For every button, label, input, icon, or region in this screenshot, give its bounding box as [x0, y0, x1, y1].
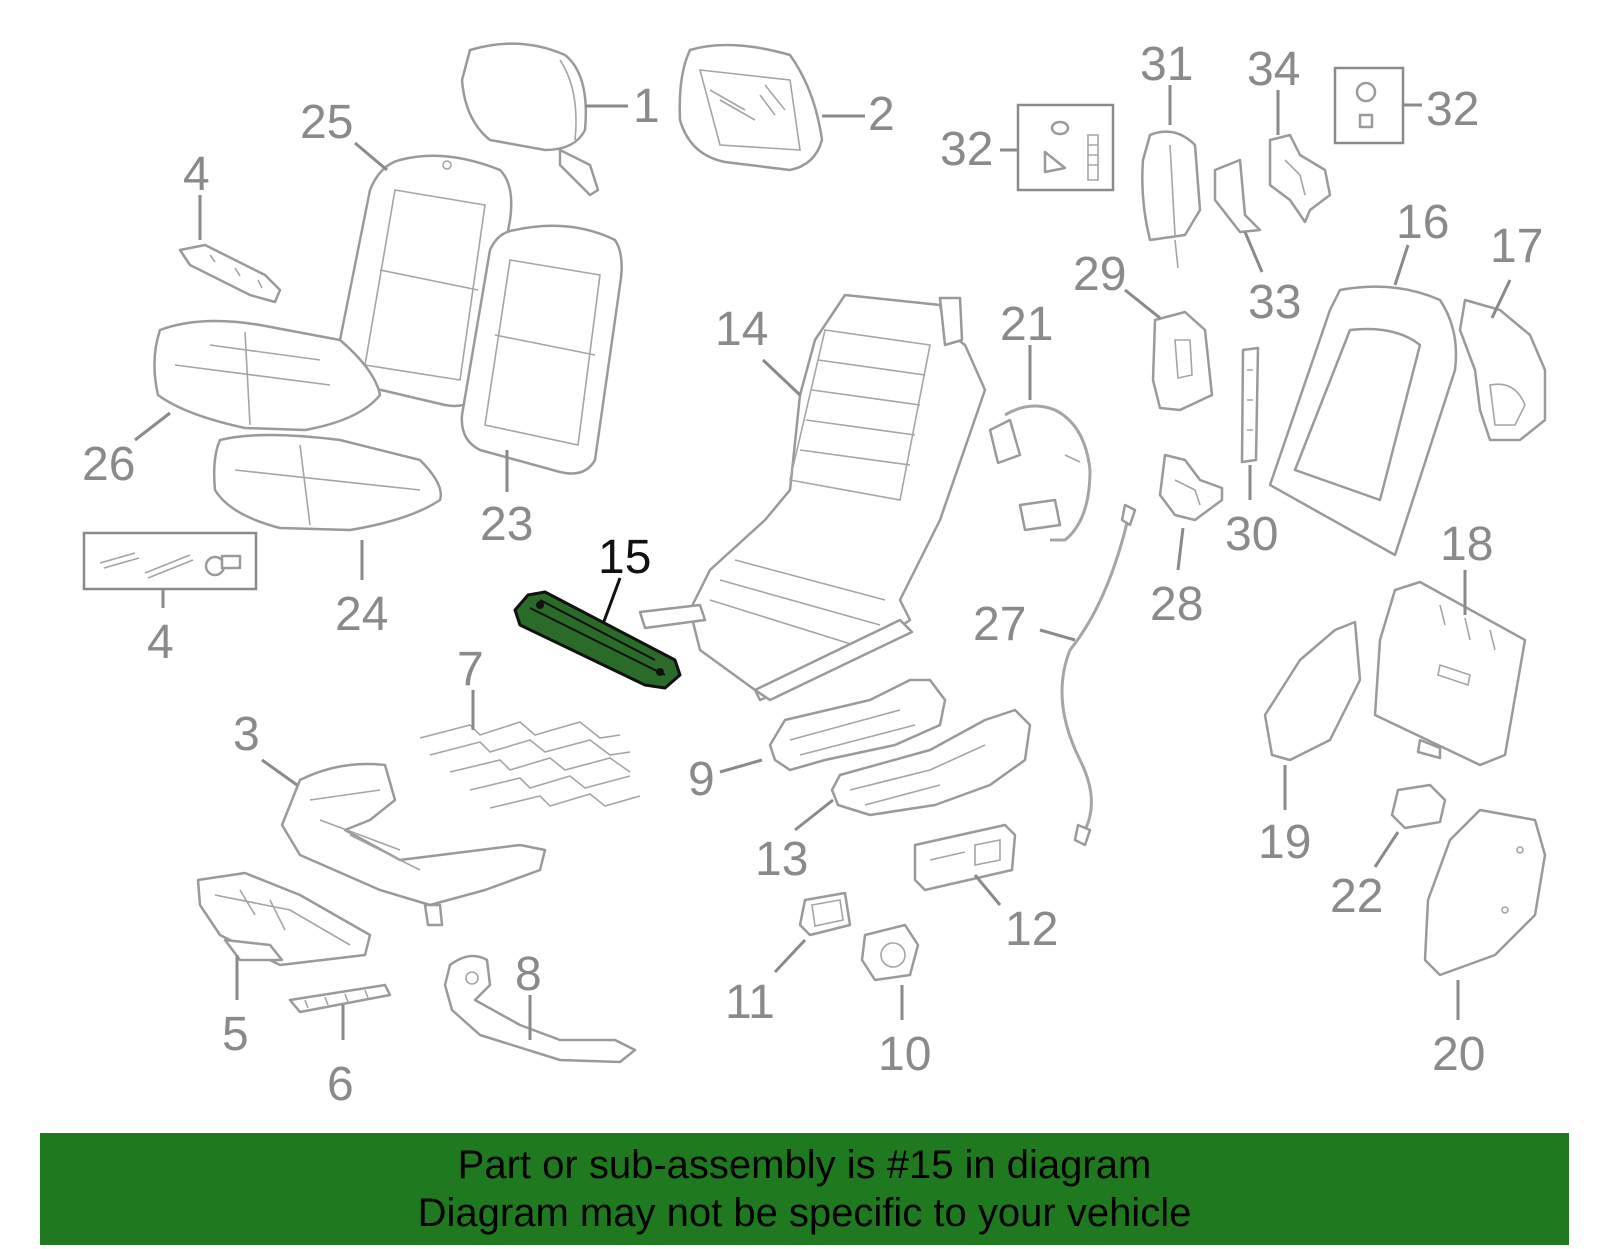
- callout-6: 6: [327, 1058, 354, 1111]
- callout-3: 3: [233, 708, 260, 761]
- part-28-bracket: [1158, 453, 1224, 522]
- callout-26: 26: [82, 438, 135, 491]
- part-16-back-panel: [1268, 285, 1458, 557]
- part-15-highlighted: [513, 590, 682, 690]
- leader-27: [1039, 628, 1076, 642]
- leader-12: [973, 874, 1002, 906]
- callout-2: 2: [868, 88, 895, 141]
- callout-28: 28: [1150, 578, 1203, 631]
- part-30-strip: [1240, 346, 1260, 464]
- part-1-headrest: [460, 42, 600, 197]
- notice-line-2: Diagram may not be specific to your vehi…: [417, 1191, 1192, 1235]
- part-23-backrest-pad: [460, 224, 623, 475]
- part-33-small-cover: [1213, 158, 1262, 234]
- leader-11: [773, 938, 807, 974]
- part-29-cover: [1151, 310, 1214, 412]
- callout-34: 34: [1247, 43, 1300, 96]
- part-4-hardware-box: [82, 531, 258, 591]
- callout-11: 11: [725, 976, 775, 1029]
- callout-25: 25: [300, 96, 353, 149]
- callout-24: 24: [335, 588, 388, 641]
- callout-32b: 32: [1426, 83, 1479, 136]
- callout-17: 17: [1490, 220, 1543, 273]
- callout-27: 27: [973, 598, 1026, 651]
- callout-4b: 4: [147, 616, 174, 669]
- callout-12: 12: [1005, 903, 1058, 956]
- leader-33: [1243, 231, 1264, 273]
- leader-9: [719, 758, 763, 774]
- callout-19: 19: [1258, 816, 1311, 869]
- callout-22: 22: [1330, 870, 1383, 923]
- leader-25: [354, 141, 388, 172]
- callout-7: 7: [457, 643, 484, 696]
- part-3-cushion-frame: [280, 762, 547, 927]
- callout-15: 15: [598, 531, 651, 584]
- part-2-headrest-cover: [678, 43, 824, 172]
- callout-16: 16: [1396, 196, 1449, 249]
- part-12-switch: [913, 823, 1017, 892]
- part-21-harness: [988, 404, 1092, 542]
- notice-banner: Part or sub-assembly is #15 in diagram D…: [40, 1133, 1569, 1245]
- part-8-trim: [443, 954, 637, 1064]
- leader-26: [134, 411, 171, 442]
- callout-18: 18: [1440, 518, 1493, 571]
- callout-4a: 4: [183, 148, 210, 201]
- leader-16: [1393, 244, 1410, 286]
- part-9-side-panel: [768, 678, 947, 772]
- callout-8: 8: [515, 948, 542, 1001]
- leader-14: [761, 358, 802, 397]
- part-32-hardware-box-left: [1016, 103, 1115, 192]
- leader-22: [1373, 831, 1400, 868]
- part-22-button: [1390, 783, 1447, 830]
- leader-17: [1490, 279, 1512, 319]
- part-34-bracket: [1268, 133, 1332, 224]
- leader-28: [1176, 527, 1185, 571]
- callout-9: 9: [688, 753, 715, 806]
- callout-5: 5: [222, 1008, 249, 1061]
- part-13-side-trim: [830, 708, 1032, 817]
- callout-10: 10: [878, 1028, 931, 1081]
- part-20-outer-cover: [1423, 808, 1547, 977]
- callout-21: 21: [1000, 298, 1053, 351]
- part-4-bracket: [178, 243, 282, 304]
- part-32-hardware-box-right: [1333, 66, 1405, 145]
- part-5-pan: [196, 871, 372, 967]
- leader-15: [601, 577, 622, 625]
- part-18-panel: [1373, 580, 1527, 767]
- callout-13: 13: [755, 833, 808, 886]
- callout-30: 30: [1225, 508, 1278, 561]
- part-24-cushion-pad: [212, 433, 443, 532]
- part-17-trim-piece: [1458, 298, 1547, 442]
- part-6-bar: [288, 983, 392, 1014]
- callout-23: 23: [480, 498, 533, 551]
- part-14-seat-frame: [638, 293, 987, 702]
- part-7-springs: [419, 721, 641, 809]
- part-31-trim-cover: [1141, 130, 1202, 269]
- part-26-cushion-cover: [153, 319, 382, 432]
- callout-29: 29: [1073, 248, 1126, 301]
- leader-29: [1124, 288, 1161, 320]
- part-19-side-cover: [1263, 620, 1362, 762]
- part-11-small-switch: [798, 891, 852, 937]
- callout-32a: 32: [940, 123, 993, 176]
- callout-20: 20: [1432, 1028, 1485, 1081]
- part-10-connector: [860, 923, 920, 982]
- callout-14: 14: [715, 303, 768, 356]
- leader-3: [261, 758, 298, 787]
- notice-line-1: Part or sub-assembly is #15 in diagram: [457, 1143, 1152, 1187]
- callout-33: 33: [1248, 276, 1301, 329]
- callout-31: 31: [1140, 38, 1193, 91]
- part-27-cable: [1060, 503, 1137, 847]
- leader-13: [794, 798, 834, 832]
- callout-1: 1: [633, 80, 660, 133]
